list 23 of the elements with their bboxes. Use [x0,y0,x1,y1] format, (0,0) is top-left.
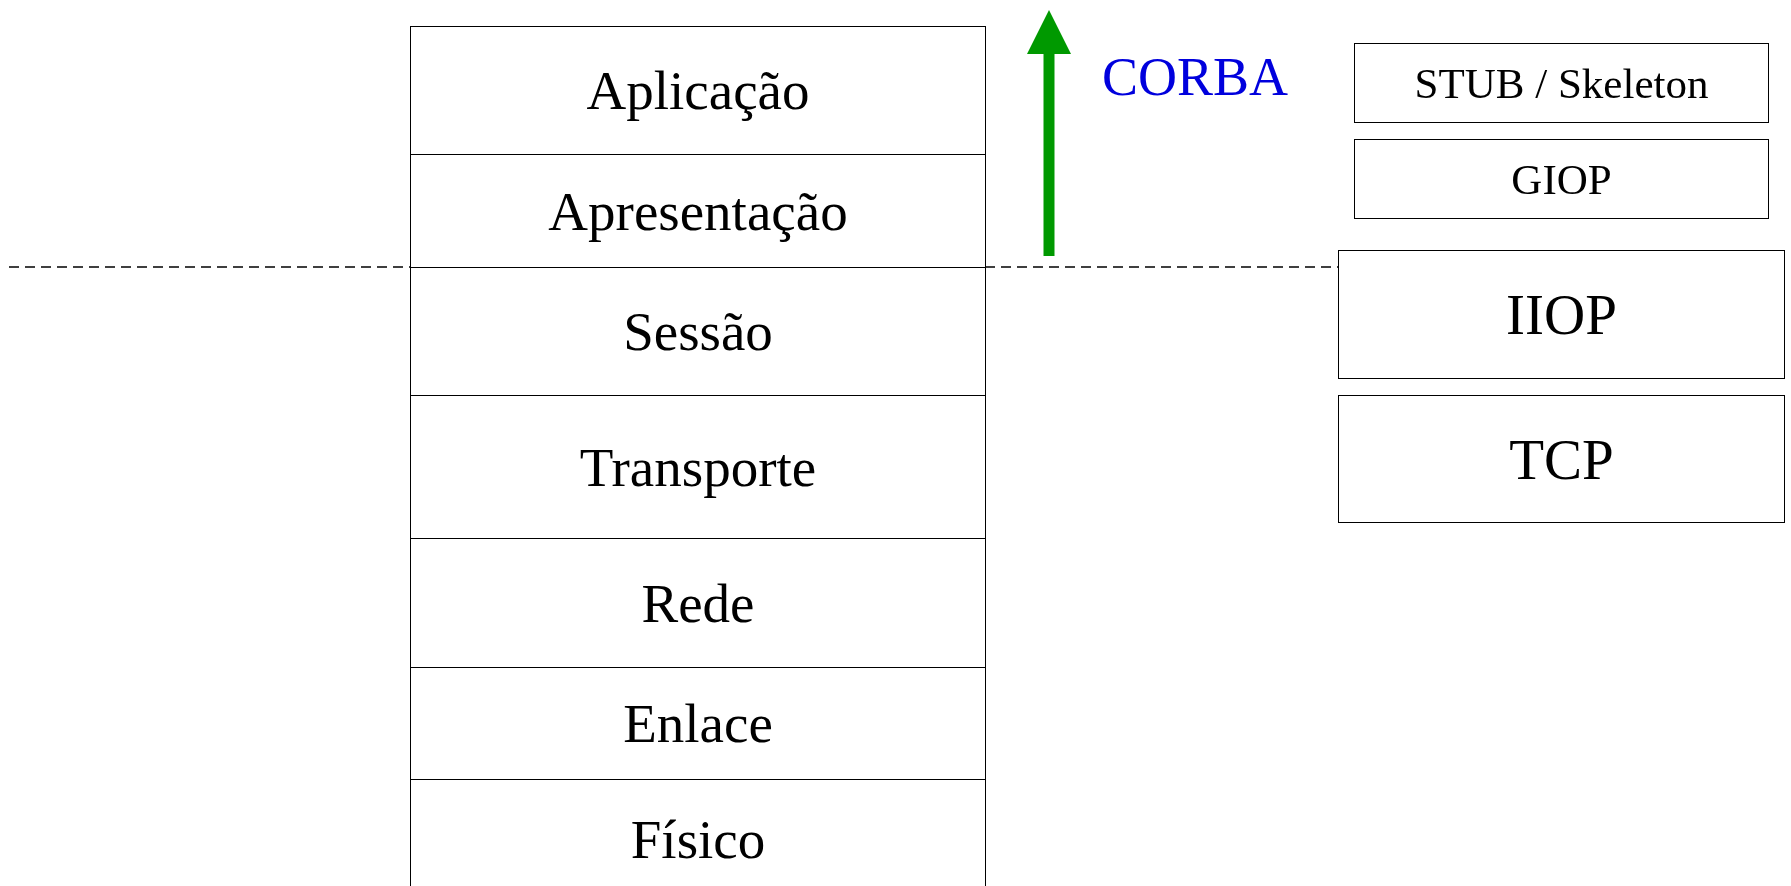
layer-name: Sessão [623,300,773,363]
layer-name: TCP [1509,426,1614,492]
layer-box [410,538,986,668]
layer-name: GIOP [1511,154,1612,204]
layer-box [410,395,986,539]
layer-name: Enlace [623,692,773,755]
layer-name: Apresentação [548,179,848,243]
layer-name: Físico [630,807,766,871]
protocol-box [1354,43,1769,123]
group-label: CORBA [1102,46,1289,108]
layer-box [410,267,986,396]
protocol-box [1338,250,1785,379]
layer-name: Aplicação [586,59,810,122]
layer-box [410,26,986,155]
layer-box [410,154,986,268]
layer-name: Rede [641,571,755,635]
protocol-box [1338,395,1785,523]
layer-name: IIOP [1506,282,1617,347]
layer-name: Transporte [579,435,817,499]
layer-box [410,779,986,886]
layer-box [410,667,986,780]
layer-name: STUB / Skeleton [1414,58,1709,108]
protocol-box [1354,139,1769,219]
